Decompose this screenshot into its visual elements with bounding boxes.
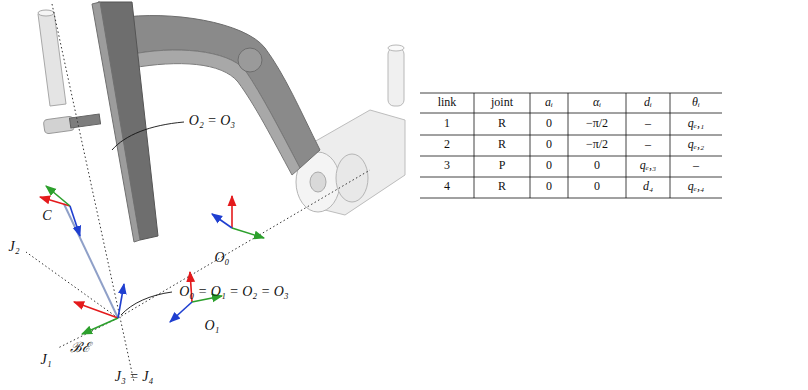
table-cell: −π/2 <box>586 117 608 130</box>
robot-link <box>128 50 300 175</box>
tool-axis <box>64 204 118 318</box>
table-cell: 0 <box>546 117 552 130</box>
tool-cylinder <box>38 12 66 106</box>
table-cell: 1 <box>444 117 450 130</box>
table-cell: – <box>645 138 651 151</box>
table-rule <box>420 198 722 199</box>
joint-axis <box>26 4 370 382</box>
frame-label: O₁ <box>205 318 220 333</box>
table-cell: R <box>498 117 506 130</box>
table-rule <box>626 93 627 198</box>
table-header: αᵢ <box>593 96 601 109</box>
leader-line <box>112 122 184 150</box>
table-cell: qₑ,₄ <box>688 180 704 193</box>
table-cell: – <box>693 159 699 172</box>
table-rule <box>568 93 569 198</box>
tool-cylinder <box>38 10 54 16</box>
axis-label: J₁ <box>40 352 51 367</box>
table-cell: R <box>498 180 506 193</box>
frame-o1 <box>170 302 192 322</box>
table-cell: −π/2 <box>586 138 608 151</box>
leader-line <box>121 292 172 315</box>
frame-c <box>70 206 80 236</box>
table-cell: 0 <box>594 180 600 193</box>
frame-c <box>40 186 80 236</box>
axis-label: J₂ <box>8 239 19 254</box>
table-cell: 0 <box>594 159 600 172</box>
table-cell: qₑ,₃ <box>640 159 656 172</box>
frame-o0 <box>232 228 264 238</box>
table-cell: R <box>498 138 506 151</box>
joint-axis <box>52 4 134 382</box>
table-cell: P <box>499 159 506 172</box>
joint-axis <box>26 252 118 318</box>
robot-base <box>336 154 368 202</box>
table-cell: – <box>645 117 651 130</box>
robot-link <box>238 48 262 72</box>
table-rule <box>474 93 475 198</box>
table-rule <box>420 113 722 114</box>
leader-line <box>112 122 184 315</box>
frame-c <box>46 186 70 206</box>
robot-base <box>296 45 405 215</box>
frame-label: O₀ <box>215 250 230 265</box>
table-cell: 4 <box>444 180 450 193</box>
robot-base <box>388 45 404 51</box>
table-header: θᵢ <box>692 96 700 109</box>
table-header: joint <box>491 96 513 109</box>
frame-label: C <box>42 208 51 223</box>
table-header: aᵢ <box>545 96 553 109</box>
table-rule <box>420 93 722 94</box>
table-cell: 0 <box>546 180 552 193</box>
tool-cylinder <box>38 10 101 134</box>
frame-o0 <box>212 196 264 238</box>
tool-cylinder <box>69 114 100 128</box>
frame-label: O₂ = O₃ <box>189 113 235 128</box>
frame-be <box>74 302 118 318</box>
robot-base <box>310 172 326 192</box>
axis-label: J₃ = J₄ <box>115 369 154 384</box>
table-header: dᵢ <box>644 96 652 109</box>
table-rule <box>420 135 722 136</box>
table-cell: 0 <box>546 159 552 172</box>
table-cell: qₑ,₂ <box>688 138 704 151</box>
frame-o0 <box>231 196 233 228</box>
robot-base <box>388 48 404 106</box>
table-rule <box>420 93 722 198</box>
frame-be <box>74 284 124 334</box>
table-cell: 3 <box>444 159 450 172</box>
table-rule <box>420 156 722 157</box>
joint-axis <box>118 170 370 318</box>
frame-label: ℬℰ <box>70 340 90 355</box>
table-header: link <box>438 96 457 109</box>
table-cell: 2 <box>444 138 450 151</box>
robot-bar <box>92 2 158 242</box>
table-rule <box>420 177 722 178</box>
table-rule <box>670 93 671 198</box>
table-cell: 0 <box>546 138 552 151</box>
frame-be <box>82 318 118 334</box>
frame-label: O₀ = O₁ = O₂ = O₃ <box>179 284 288 299</box>
frame-o0 <box>212 214 232 228</box>
table-rule <box>530 93 531 198</box>
table-cell: d₄ <box>643 180 653 193</box>
table-cell: qₑ,₁ <box>688 117 704 130</box>
